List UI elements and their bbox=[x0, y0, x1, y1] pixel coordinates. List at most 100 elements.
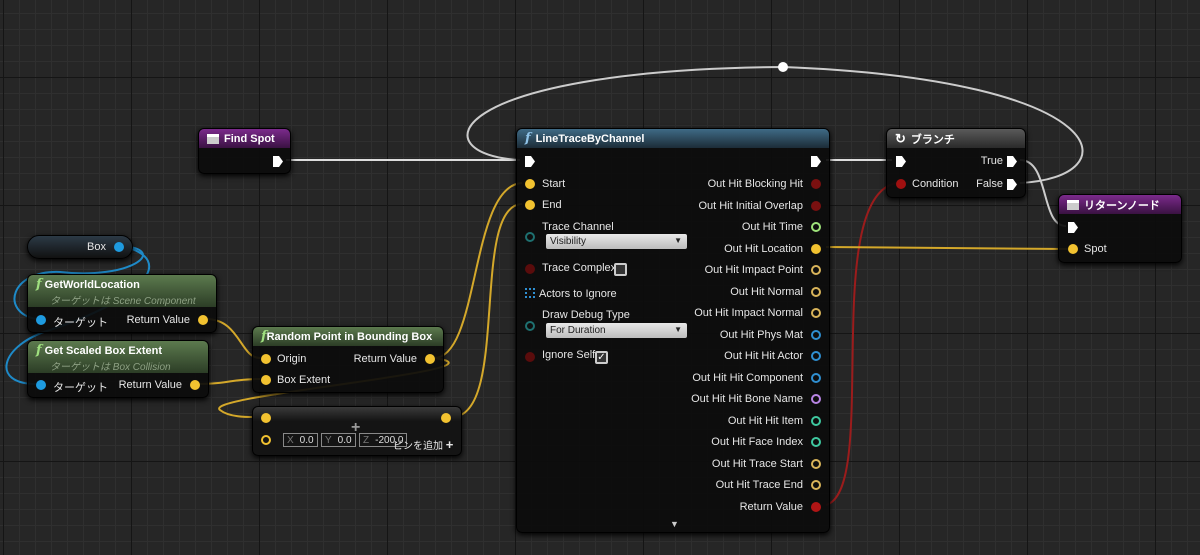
output-pin[interactable] bbox=[811, 351, 821, 361]
origin-pin[interactable] bbox=[261, 354, 271, 364]
vector-wire-location-spot bbox=[825, 246, 1069, 250]
output-pin[interactable] bbox=[811, 243, 821, 254]
trace-complex-label: Trace Complex bbox=[542, 262, 617, 274]
box-label: Box bbox=[87, 241, 106, 253]
draw-debug-type-value: For Duration bbox=[550, 325, 606, 336]
add-operator-icon: + bbox=[351, 419, 361, 436]
return-label: Return Value bbox=[118, 379, 182, 391]
output-label: Out Hit Initial Overlap bbox=[698, 199, 803, 212]
output-label: Out Hit Impact Normal bbox=[694, 307, 803, 319]
return-value-pin[interactable] bbox=[425, 354, 435, 364]
draw-debug-type-dropdown[interactable]: For Duration bbox=[546, 323, 687, 338]
add-pin-button[interactable]: ピンを追加 + bbox=[393, 437, 453, 452]
x-value: 0.0 bbox=[299, 434, 314, 446]
exec-in-pin[interactable] bbox=[896, 156, 906, 167]
draw-debug-type-label: Draw Debug Type bbox=[542, 309, 630, 321]
box-out-pin[interactable] bbox=[114, 242, 124, 252]
target-label: ターゲット bbox=[53, 382, 108, 394]
output-label: Out Hit Trace Start bbox=[711, 457, 803, 470]
find-spot-title: Find Spot bbox=[224, 132, 275, 145]
exec-out-pin[interactable] bbox=[273, 156, 283, 167]
output-pin[interactable] bbox=[811, 458, 821, 469]
output-pin[interactable] bbox=[811, 372, 821, 383]
exec-in-pin[interactable] bbox=[1068, 222, 1078, 233]
false-exec-pin[interactable] bbox=[1007, 179, 1017, 190]
condition-pin[interactable] bbox=[896, 179, 906, 189]
function-icon: f bbox=[36, 277, 42, 292]
vector-a-pin[interactable] bbox=[261, 413, 271, 423]
exec-in-pin[interactable] bbox=[525, 156, 535, 167]
y-label: Y bbox=[325, 434, 332, 446]
start-pin[interactable] bbox=[525, 179, 535, 189]
branch-node[interactable]: ↻ブランチ True Condition False bbox=[886, 128, 1026, 198]
ignore-self-pin[interactable] bbox=[525, 352, 535, 362]
vector-wire-random-start bbox=[433, 182, 523, 359]
trace-channel-dropdown[interactable]: Visibility bbox=[546, 234, 687, 249]
condition-label: Condition bbox=[912, 178, 959, 190]
vector-out-pin[interactable] bbox=[441, 413, 451, 423]
output-pin[interactable] bbox=[811, 415, 821, 426]
z-value: -200.0 bbox=[375, 434, 404, 446]
reroute-knot bbox=[778, 62, 788, 72]
return-value-pin[interactable] bbox=[198, 315, 208, 325]
find-spot-node[interactable]: Find Spot bbox=[198, 128, 291, 174]
output-label: Out Hit Face Index bbox=[711, 436, 803, 448]
return-label: Return Value bbox=[126, 314, 190, 326]
target-pin[interactable] bbox=[36, 315, 46, 325]
add-pin-label: ピンを追加 bbox=[393, 441, 443, 452]
function-icon: f bbox=[525, 131, 531, 146]
output-pin[interactable] bbox=[811, 437, 821, 447]
output-pin[interactable] bbox=[811, 200, 821, 211]
output-pin[interactable] bbox=[811, 308, 821, 318]
vector-wire-add-end bbox=[451, 203, 523, 418]
array-icon bbox=[525, 288, 535, 298]
end-pin[interactable] bbox=[525, 200, 535, 210]
output-pin[interactable] bbox=[811, 179, 821, 189]
node-title: LineTraceByChannel bbox=[535, 132, 645, 145]
trace-channel-pin[interactable] bbox=[525, 232, 535, 242]
target-label: ターゲット bbox=[53, 317, 108, 329]
node-subtitle: ターゲットは Scene Component bbox=[50, 296, 196, 307]
output-pin[interactable] bbox=[811, 222, 821, 232]
output-pin[interactable] bbox=[811, 501, 821, 512]
output-label: Out Hit Hit Component bbox=[692, 371, 803, 384]
z-input[interactable]: Z-200.0 bbox=[359, 433, 407, 447]
node-title: リターンノード bbox=[1084, 199, 1160, 212]
return-value-pin[interactable] bbox=[190, 380, 200, 390]
target-pin[interactable] bbox=[36, 380, 46, 390]
output-pin[interactable] bbox=[811, 265, 821, 275]
vector-b-pin[interactable] bbox=[261, 435, 271, 445]
output-pin[interactable] bbox=[811, 394, 821, 404]
output-pin[interactable] bbox=[811, 286, 821, 297]
box-extent-pin[interactable] bbox=[261, 375, 271, 385]
function-icon: f bbox=[36, 343, 42, 358]
draw-debug-type-pin[interactable] bbox=[525, 321, 535, 331]
origin-label: Origin bbox=[277, 353, 307, 365]
trace-channel-value: Visibility bbox=[550, 236, 586, 247]
ignore-self-checkbox[interactable]: ✓ bbox=[595, 351, 608, 364]
output-pin[interactable] bbox=[811, 480, 821, 490]
exec-out-pin[interactable] bbox=[811, 156, 821, 167]
output-label: Out Hit Impact Point bbox=[704, 264, 803, 276]
box-extent-label: Box Extent bbox=[277, 374, 331, 386]
end-label: End bbox=[542, 199, 562, 211]
trace-complex-pin[interactable] bbox=[525, 264, 535, 274]
box-variable-node[interactable]: Box bbox=[27, 235, 133, 259]
trace-complex-checkbox[interactable] bbox=[614, 263, 627, 276]
output-pin[interactable] bbox=[811, 329, 821, 340]
node-title: Random Point in Bounding Box bbox=[266, 330, 433, 343]
true-exec-pin[interactable] bbox=[1007, 156, 1017, 167]
spot-pin[interactable] bbox=[1068, 244, 1078, 254]
function-icon: f bbox=[261, 329, 267, 344]
return-node[interactable]: リターンノード Spot bbox=[1058, 194, 1182, 263]
actors-to-ignore-label: Actors to Ignore bbox=[539, 288, 617, 300]
spot-label: Spot bbox=[1084, 243, 1107, 255]
expand-arrow-icon[interactable]: ▼ bbox=[670, 519, 679, 529]
